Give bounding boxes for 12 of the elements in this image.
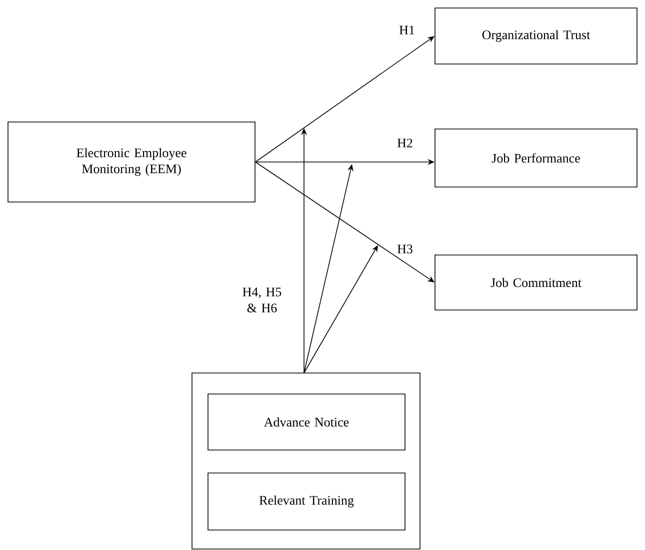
concept-box: Job Performance xyxy=(434,128,638,188)
hypothesis-label: H4, H5 & H6 xyxy=(235,286,289,314)
concept-box: Electronic Employee Monitoring (EEM) xyxy=(8,122,256,202)
concept-box: Relevant Training xyxy=(208,472,406,530)
edge-label: H1 xyxy=(398,24,416,36)
concept-box: Job Commitment xyxy=(434,254,638,310)
arrow xyxy=(304,245,378,374)
concept-box: Advance Notice xyxy=(208,394,406,450)
edge-label: H3 xyxy=(396,244,414,254)
concept-box: Organizational Trust xyxy=(434,8,638,64)
edge-label: H2 xyxy=(396,138,414,148)
outer-box xyxy=(192,372,420,550)
